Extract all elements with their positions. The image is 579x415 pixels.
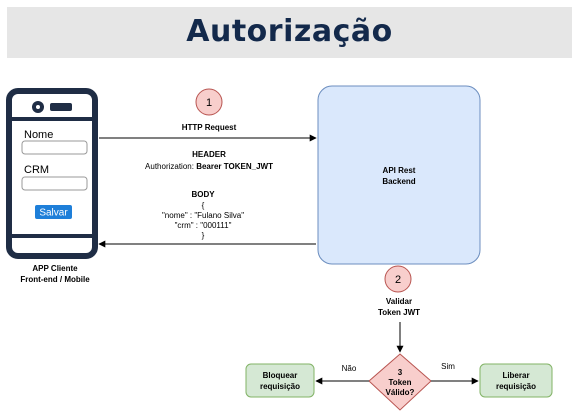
title-band: Autorização (7, 7, 572, 58)
validate-label-line2: Token JWT (378, 308, 420, 317)
phone-speaker-icon (50, 103, 72, 111)
salvar-button[interactable] (35, 205, 72, 219)
api-rest-line2: Backend (382, 177, 415, 186)
decision-line2: Token (389, 378, 412, 387)
header-title: HEADER (192, 150, 226, 159)
body-line-1: "nome" : "Fulano Silva" (162, 211, 244, 220)
body-line-2: "crm" : "000111" (175, 221, 232, 230)
http-request-label: HTTP Request (182, 123, 237, 132)
token-valid-decision (368, 353, 432, 411)
phone-frame (6, 88, 98, 259)
no-label: Não (342, 364, 357, 373)
decision-line1: 3 (398, 368, 403, 377)
validate-label-line1: Validar (386, 297, 412, 306)
release-request-box (479, 363, 553, 398)
body-title: BODY (191, 190, 215, 199)
api-rest-line1: API Rest (383, 166, 416, 175)
page-title: Autorização (186, 14, 393, 49)
block-request-box (245, 363, 315, 398)
step-1-circle (195, 88, 223, 116)
step-1-number: 1 (206, 97, 212, 109)
crm-label: CRM (24, 164, 49, 176)
block-line1: Bloquear (263, 371, 298, 380)
salvar-button-label: Salvar (39, 208, 68, 219)
release-line2: requisição (496, 382, 536, 391)
body-open: { (202, 201, 205, 210)
nome-label: Nome (24, 129, 53, 141)
release-line1: Liberar (502, 371, 529, 380)
crm-input[interactable] (21, 176, 88, 191)
phone-caption-line2: Front-end / Mobile (20, 275, 90, 284)
phone-mockup: Nome CRM Salvar (6, 88, 98, 259)
authorization-prefix: Authorization: (145, 162, 194, 171)
authorization-value: Bearer TOKEN_JWT (196, 162, 273, 171)
authorization-line: Authorization: Bearer TOKEN_JWT (145, 162, 273, 171)
decision-line3: Válido? (386, 388, 415, 397)
yes-label: Sim (441, 362, 455, 371)
step-2-circle (384, 265, 412, 293)
step-2-number: 2 (395, 274, 401, 286)
body-close: } (202, 231, 205, 240)
block-line2: requisição (260, 382, 300, 391)
api-rest-box (317, 85, 481, 265)
nome-input[interactable] (21, 140, 88, 155)
phone-caption-line1: APP Cliente (32, 264, 78, 273)
